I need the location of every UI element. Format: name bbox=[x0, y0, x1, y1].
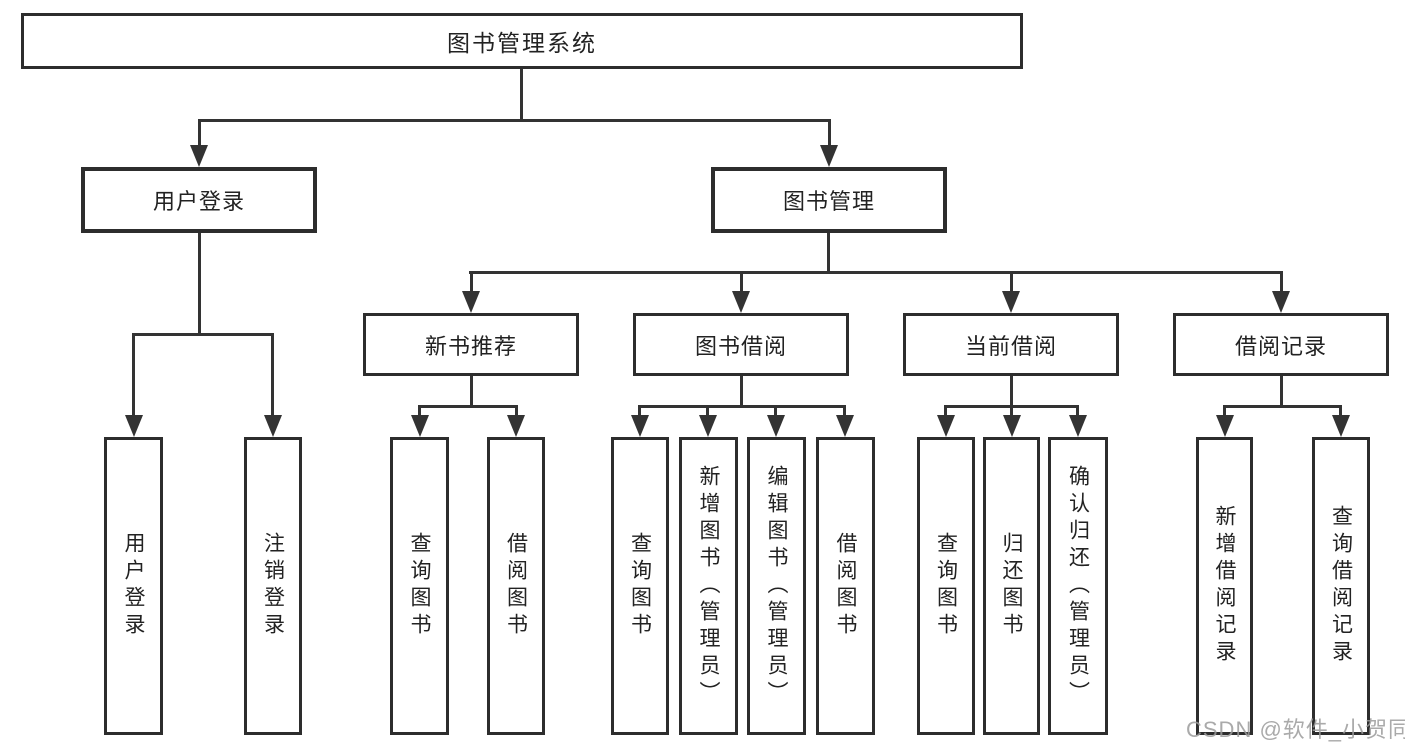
leaf-confirm-return-admin-label: 确认归还（管理员） bbox=[1066, 464, 1090, 708]
connector-current-borrow-line bbox=[1010, 376, 1013, 408]
node-book-borrow: 图书借阅 bbox=[633, 313, 849, 376]
node-root-label: 图书管理系统 bbox=[447, 30, 597, 56]
connector-book-borrow-line bbox=[843, 405, 846, 417]
connector-root-arrowhead-icon bbox=[820, 145, 838, 167]
leaf-borrow-books-recommend: 借阅图书 bbox=[487, 437, 545, 735]
connector-user-login-line bbox=[132, 333, 135, 417]
leaf-query-borrow-record-label: 查询借阅记录 bbox=[1329, 505, 1353, 667]
connector-book-management-arrowhead-icon bbox=[1272, 291, 1290, 313]
leaf-query-borrow-record: 查询借阅记录 bbox=[1312, 437, 1370, 735]
node-book-borrow-label: 图书借阅 bbox=[694, 333, 787, 359]
connector-book-management-line bbox=[740, 271, 743, 294]
connector-root-line bbox=[828, 119, 831, 147]
connector-user-login-line bbox=[198, 233, 201, 336]
connector-book-management-line bbox=[469, 271, 1282, 274]
node-borrow-records: 借阅记录 bbox=[1173, 313, 1389, 376]
connector-current-borrow-line bbox=[1010, 405, 1013, 417]
node-borrow-records-label: 借阅记录 bbox=[1234, 333, 1327, 359]
leaf-add-book-admin-label: 新增图书（管理员） bbox=[697, 464, 721, 708]
connector-borrow-records-line bbox=[1280, 376, 1283, 408]
connector-borrow-records-arrowhead-icon bbox=[1332, 415, 1350, 437]
leaf-query-books-current: 查询图书 bbox=[917, 437, 975, 735]
connector-new-book-recommend-arrowhead-icon bbox=[507, 415, 525, 437]
leaf-edit-book-admin: 编辑图书（管理员） bbox=[747, 437, 806, 735]
leaf-user-login: 用户登录 bbox=[104, 437, 163, 735]
connector-root-line bbox=[520, 69, 523, 122]
leaf-query-books-recommend-label: 查询图书 bbox=[408, 532, 432, 640]
connector-book-borrow-line bbox=[638, 405, 641, 417]
leaf-return-book-label: 归还图书 bbox=[1000, 532, 1024, 640]
leaf-logout-label: 注销登录 bbox=[261, 532, 285, 640]
connector-current-borrow-line bbox=[944, 405, 947, 417]
connector-user-login-arrowhead-icon bbox=[125, 415, 143, 437]
leaf-query-books-recommend: 查询图书 bbox=[390, 437, 449, 735]
connector-new-book-recommend-line bbox=[515, 405, 518, 417]
connector-new-book-recommend-arrowhead-icon bbox=[411, 415, 429, 437]
connector-book-management-arrowhead-icon bbox=[462, 291, 480, 313]
leaf-borrow-books-recommend-label: 借阅图书 bbox=[504, 532, 528, 640]
connector-book-management-arrowhead-icon bbox=[1002, 291, 1020, 313]
connector-book-borrow-arrowhead-icon bbox=[836, 415, 854, 437]
connector-current-borrow-line bbox=[1076, 405, 1079, 417]
node-new-book-recommend-label: 新书推荐 bbox=[424, 333, 517, 359]
leaf-logout: 注销登录 bbox=[244, 437, 302, 735]
connector-book-management-line bbox=[1010, 271, 1013, 294]
connector-book-management-line bbox=[1280, 271, 1283, 294]
leaf-add-book-admin: 新增图书（管理员） bbox=[679, 437, 738, 735]
connector-borrow-records-line bbox=[1223, 405, 1342, 408]
node-book-management-label: 图书管理 bbox=[782, 189, 875, 214]
node-current-borrow-label: 当前借阅 bbox=[964, 333, 1057, 359]
connector-book-borrow-arrowhead-icon bbox=[699, 415, 717, 437]
connector-book-borrow-line bbox=[706, 405, 709, 417]
node-root: 图书管理系统 bbox=[21, 13, 1023, 69]
leaf-borrow-books: 借阅图书 bbox=[816, 437, 875, 735]
leaf-borrow-books-label: 借阅图书 bbox=[834, 532, 858, 640]
connector-book-borrow-arrowhead-icon bbox=[767, 415, 785, 437]
connector-user-login-line bbox=[132, 333, 274, 336]
leaf-user-login-label: 用户登录 bbox=[122, 532, 146, 640]
leaf-confirm-return-admin: 确认归还（管理员） bbox=[1048, 437, 1108, 735]
leaf-add-borrow-record: 新增借阅记录 bbox=[1196, 437, 1253, 735]
connector-new-book-recommend-line bbox=[418, 405, 421, 417]
node-current-borrow: 当前借阅 bbox=[903, 313, 1119, 376]
node-book-management: 图书管理 bbox=[711, 167, 947, 233]
connector-book-borrow-line bbox=[774, 405, 777, 417]
csdn-watermark: CSDN @软件_小贺同学 bbox=[1186, 717, 1405, 742]
connector-root-arrowhead-icon bbox=[190, 145, 208, 167]
connector-book-management-line bbox=[827, 233, 830, 274]
leaf-query-books-borrow-label: 查询图书 bbox=[628, 532, 652, 640]
connector-borrow-records-line bbox=[1339, 405, 1342, 417]
connector-new-book-recommend-line bbox=[418, 405, 517, 408]
node-user-login: 用户登录 bbox=[81, 167, 317, 233]
connector-book-management-line bbox=[470, 271, 473, 294]
connector-root-line bbox=[198, 119, 831, 122]
connector-book-borrow-line bbox=[638, 405, 846, 408]
connector-current-borrow-arrowhead-icon bbox=[937, 415, 955, 437]
node-new-book-recommend: 新书推荐 bbox=[363, 313, 579, 376]
node-user-login-label: 用户登录 bbox=[152, 189, 245, 214]
leaf-edit-book-admin-label: 编辑图书（管理员） bbox=[765, 464, 789, 708]
leaf-query-books-current-label: 查询图书 bbox=[934, 532, 958, 640]
connector-book-borrow-line bbox=[740, 376, 743, 408]
connector-book-borrow-arrowhead-icon bbox=[631, 415, 649, 437]
connector-root-line bbox=[198, 119, 201, 147]
connector-borrow-records-arrowhead-icon bbox=[1216, 415, 1234, 437]
connector-current-borrow-arrowhead-icon bbox=[1003, 415, 1021, 437]
connector-user-login-arrowhead-icon bbox=[264, 415, 282, 437]
connector-new-book-recommend-line bbox=[470, 376, 473, 408]
leaf-add-borrow-record-label: 新增借阅记录 bbox=[1213, 505, 1237, 667]
connector-borrow-records-line bbox=[1223, 405, 1226, 417]
leaf-return-book: 归还图书 bbox=[983, 437, 1040, 735]
connector-book-management-arrowhead-icon bbox=[732, 291, 750, 313]
connector-user-login-line bbox=[271, 333, 274, 417]
connector-current-borrow-arrowhead-icon bbox=[1069, 415, 1087, 437]
leaf-query-books-borrow: 查询图书 bbox=[611, 437, 669, 735]
